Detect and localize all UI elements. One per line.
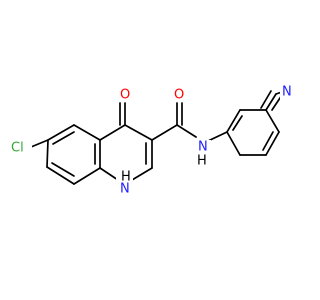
atom-labels: Cl O O N H H N N	[8, 84, 295, 197]
ketone-oxygen-label: O	[120, 88, 130, 103]
amide-nitrogen-label: N	[198, 140, 208, 155]
ring-nitrogen-label: N	[120, 182, 130, 197]
amide-oxygen-label: O	[174, 88, 184, 103]
molecule-structure: Cl O O N H H N N	[8, 84, 295, 197]
bond-lines	[30, 90, 283, 185]
chlorine-label: Cl	[11, 141, 24, 156]
nitrile-nitrogen-label: N	[282, 85, 292, 100]
ring-hydrogen-label: H	[121, 170, 131, 185]
amide-hydrogen-label: H	[197, 154, 207, 169]
